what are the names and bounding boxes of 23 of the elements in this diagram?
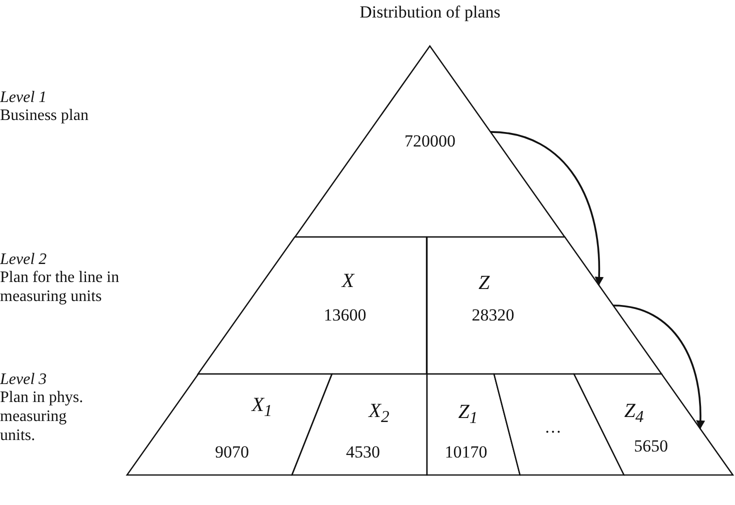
plan-value: 4530 xyxy=(346,444,380,462)
level-description: Plan for the line in measuring units xyxy=(0,268,120,306)
plan-value: 10170 xyxy=(444,444,488,462)
plan-symbol: Z$_{4}$ xyxy=(624,400,644,426)
ellipsis-label: … xyxy=(544,418,562,438)
plan-value: 9070 xyxy=(214,444,249,462)
plan-value: 5650 xyxy=(634,438,668,456)
level-heading: Level 1 xyxy=(0,88,47,108)
plan-symbol: X xyxy=(342,270,354,292)
level-description: Business plan xyxy=(0,106,88,126)
plan-symbol: X$_{1}$ xyxy=(252,394,272,420)
level-heading: Level 3 xyxy=(0,370,47,390)
plan-symbol: Z xyxy=(478,272,490,294)
diagram-title: Distribution of plans xyxy=(360,4,500,22)
plan-value: 720000 xyxy=(404,132,456,152)
plan-value: 13600 xyxy=(324,306,366,326)
level-heading: Level 2 xyxy=(0,250,47,270)
curved-arrow xyxy=(613,304,705,430)
curved-arrow xyxy=(490,131,604,286)
plan-symbol: Z$_{1}$ xyxy=(458,400,478,428)
plan-symbol: X$_{2}$ xyxy=(368,400,390,426)
level-description: Plan in phys. measuring units. xyxy=(0,388,84,446)
plan-value: 28320 xyxy=(472,306,514,326)
